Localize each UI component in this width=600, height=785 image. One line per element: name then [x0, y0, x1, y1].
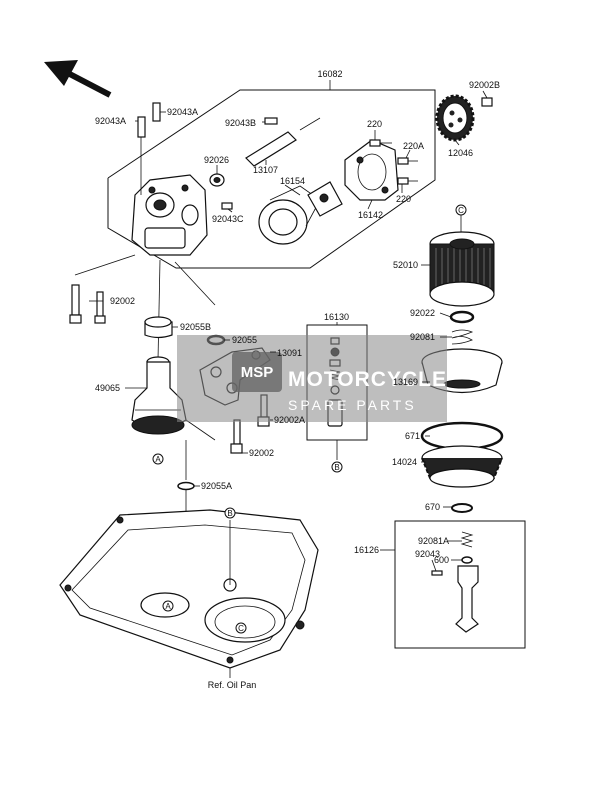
- bolt-92002-2: [94, 291, 106, 324]
- label-600: 600: [434, 555, 449, 565]
- callout-c-1: C: [455, 204, 467, 216]
- svg-text:C: C: [458, 206, 464, 215]
- pin-92043c: [221, 202, 233, 210]
- label-92055a: 92055A: [201, 481, 232, 491]
- o-ring-671: [420, 421, 504, 451]
- label-92002b: 92002B: [469, 80, 500, 90]
- oil-pump-body: [131, 174, 208, 256]
- label-16142: 16142: [358, 210, 383, 220]
- label-220-1: 220: [367, 119, 382, 129]
- label-92081: 92081: [410, 332, 435, 342]
- svg-text:C: C: [238, 624, 244, 633]
- label-92043a-2: 92043A: [167, 107, 198, 117]
- label-671: 671: [405, 431, 420, 441]
- svg-text:A: A: [155, 455, 161, 464]
- bolt-92002b: [481, 97, 493, 107]
- watermark-subtitle: SPARE PARTS: [288, 397, 417, 413]
- label-220-2: 220: [396, 194, 411, 204]
- label-14024: 14024: [392, 457, 417, 467]
- oil-filter-52010: [429, 231, 495, 307]
- watermark: MSP MOTORCYCLE SPARE PARTS: [177, 335, 447, 422]
- label-13169: 13169: [393, 377, 418, 387]
- assembly-frame-16082: [107, 89, 436, 269]
- pin-92043: [431, 570, 443, 576]
- label-92043c: 92043C: [212, 214, 244, 224]
- front-direction-arrow-icon: [44, 60, 112, 98]
- oil-pan: [59, 509, 319, 678]
- o-ring-670: [451, 503, 473, 513]
- pump-shaft-13107: [245, 117, 321, 167]
- label-16130: 16130: [324, 312, 349, 322]
- callout-c-2: C: [235, 622, 247, 634]
- svg-text:B: B: [227, 509, 232, 518]
- label-12046: 12046: [448, 148, 473, 158]
- label-92081a: 92081A: [418, 536, 449, 546]
- washer-92022: [449, 310, 475, 324]
- label-ref-oil-pan: Ref. Oil Pan: [208, 680, 257, 690]
- label-92055: 92055: [232, 335, 257, 345]
- callout-a-2: A: [162, 600, 174, 612]
- callout-b-1: B: [331, 461, 343, 473]
- bolt-92002-1: [69, 284, 82, 324]
- screw-220a: [397, 157, 418, 165]
- bypass-valve-16126: [455, 531, 479, 633]
- svg-text:B: B: [334, 463, 339, 472]
- label-13091: 13091: [277, 348, 302, 358]
- label-220a: 220A: [403, 141, 424, 151]
- dowel-pin-92043a-1: [137, 116, 146, 138]
- watermark-title: MOTORCYCLE: [288, 368, 447, 391]
- dowel-pin-92043a-2: [152, 102, 161, 122]
- strainer-cap-92055b: [144, 316, 173, 339]
- label-92022: 92022: [410, 308, 435, 318]
- watermark-logo: MSP: [241, 364, 274, 381]
- label-92002-2: 92002: [249, 448, 274, 458]
- sprocket-gear-12046: [435, 94, 475, 142]
- label-13107: 13107: [253, 165, 278, 175]
- bypass-valve-frame-16126: [394, 520, 526, 649]
- label-16082: 16082: [317, 69, 342, 79]
- spring-92081: [451, 329, 474, 345]
- label-92043: 92043: [415, 549, 440, 559]
- rotor-outer: [258, 185, 321, 245]
- filter-housing-14024: [421, 445, 503, 488]
- label-92026: 92026: [204, 155, 229, 165]
- callout-a-1: A: [152, 453, 164, 465]
- label-16126: 16126: [354, 545, 379, 555]
- bolt-92002-3: [230, 419, 243, 454]
- callout-b-2: B: [224, 507, 236, 519]
- label-92043a-1: 92043A: [95, 116, 126, 126]
- label-92002-1: 92002: [110, 296, 135, 306]
- label-16154: 16154: [280, 176, 305, 186]
- svg-text:A: A: [165, 602, 171, 611]
- pin-92043b: [264, 117, 278, 125]
- rotor-inner-16154: [307, 181, 343, 217]
- label-670: 670: [425, 502, 440, 512]
- pump-cover-16142: [344, 139, 399, 201]
- label-92055b: 92055B: [180, 322, 211, 332]
- o-ring-92055a: [177, 481, 195, 491]
- label-92043b: 92043B: [225, 118, 256, 128]
- label-49065: 49065: [95, 383, 120, 393]
- oil-strainer-49065: [131, 356, 187, 435]
- label-92002a: 92002A: [274, 415, 305, 425]
- screw-220-2: [397, 177, 418, 185]
- label-52010: 52010: [393, 260, 418, 270]
